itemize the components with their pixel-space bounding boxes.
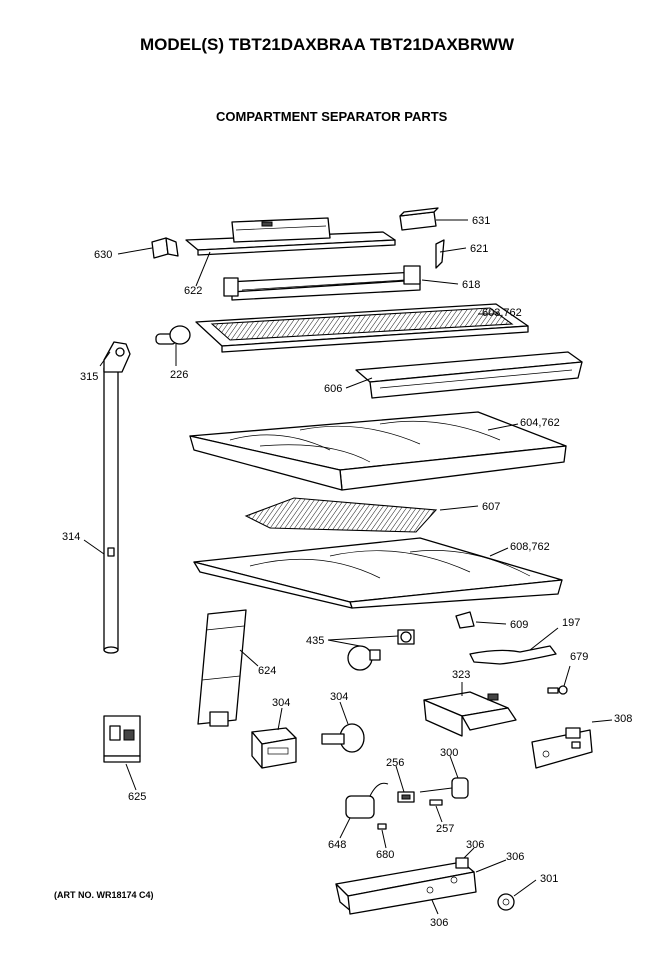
part-606-channel (355, 351, 583, 399)
callout-301: 301 (540, 873, 558, 885)
part-622-top-cover (185, 217, 396, 256)
part-308-bracket (531, 727, 593, 769)
callout-603-762: 603,762 (482, 307, 522, 319)
callout-608-762: 608,762 (510, 541, 550, 553)
callout-323: 323 (452, 669, 470, 681)
callout-304-box: 304 (272, 697, 290, 709)
callout-256: 256 (386, 757, 404, 769)
part-609-clip (455, 611, 475, 629)
callout-435: 435 (306, 635, 324, 647)
part-648-motor (345, 782, 389, 819)
callout-631: 631 (472, 215, 490, 227)
part-618-rail (223, 265, 421, 301)
part-301-nut (497, 893, 515, 911)
section-title: COMPARTMENT SEPARATOR PARTS (216, 109, 448, 124)
leader-lines (83, 219, 613, 915)
part-624-strip (197, 609, 247, 727)
callout-607: 607 (482, 501, 500, 513)
callout-618: 618 (462, 279, 480, 291)
model-title: MODEL(S) TBT21DAXBRAA TBT21DAXBRWW (140, 35, 515, 54)
part-197-duct (469, 645, 557, 665)
callout-306-bottom: 306 (430, 917, 448, 929)
callout-226: 226 (170, 369, 188, 381)
part-257-screw (429, 799, 443, 806)
part-304-control-box (251, 727, 297, 769)
callout-604-762: 604,762 (520, 417, 560, 429)
callout-679: 679 (570, 651, 588, 663)
part-226-knob (155, 325, 191, 345)
callout-606: 606 (324, 383, 342, 395)
part-304-knob-assembly (321, 723, 365, 753)
callout-304-knob: 304 (330, 691, 348, 703)
callout-306-top: 306 (466, 839, 484, 851)
part-256-connector (397, 791, 415, 803)
callout-labels: 631 630 621 622 618 603,762 315 226 606 … (62, 215, 632, 929)
callout-306-right: 306 (506, 851, 524, 863)
callout-648: 648 (328, 839, 346, 851)
part-306-bracket (335, 857, 477, 915)
callout-625: 625 (128, 791, 146, 803)
callout-622: 622 (184, 285, 202, 297)
part-607-mesh-panel (244, 497, 438, 533)
callout-308: 308 (614, 713, 632, 725)
part-603-grid-shelf (195, 303, 529, 353)
callout-609: 609 (510, 619, 528, 631)
part-300-sensor (419, 777, 469, 799)
part-625-box (103, 715, 141, 763)
part-323-housing (423, 691, 517, 737)
callout-624: 624 (258, 665, 276, 677)
art-number: (ART NO. WR18174 C4) (54, 890, 154, 900)
part-630-block (151, 237, 179, 259)
callout-630: 630 (94, 249, 112, 261)
callout-300: 300 (440, 747, 458, 759)
callout-197: 197 (562, 617, 580, 629)
callout-257: 257 (436, 823, 454, 835)
part-604-shelf-frame (189, 411, 567, 491)
callout-680: 680 (376, 849, 394, 861)
part-680-screw (377, 823, 387, 830)
callout-621: 621 (470, 243, 488, 255)
part-679-screw (547, 685, 568, 695)
part-608-lower-shelf (193, 537, 563, 609)
callout-315: 315 (80, 371, 98, 383)
callout-314: 314 (62, 531, 80, 543)
part-631-block (399, 207, 439, 231)
part-621-clip (435, 239, 445, 269)
part-435-light-bulbs (347, 629, 415, 671)
part-315-314-rod (103, 341, 131, 654)
